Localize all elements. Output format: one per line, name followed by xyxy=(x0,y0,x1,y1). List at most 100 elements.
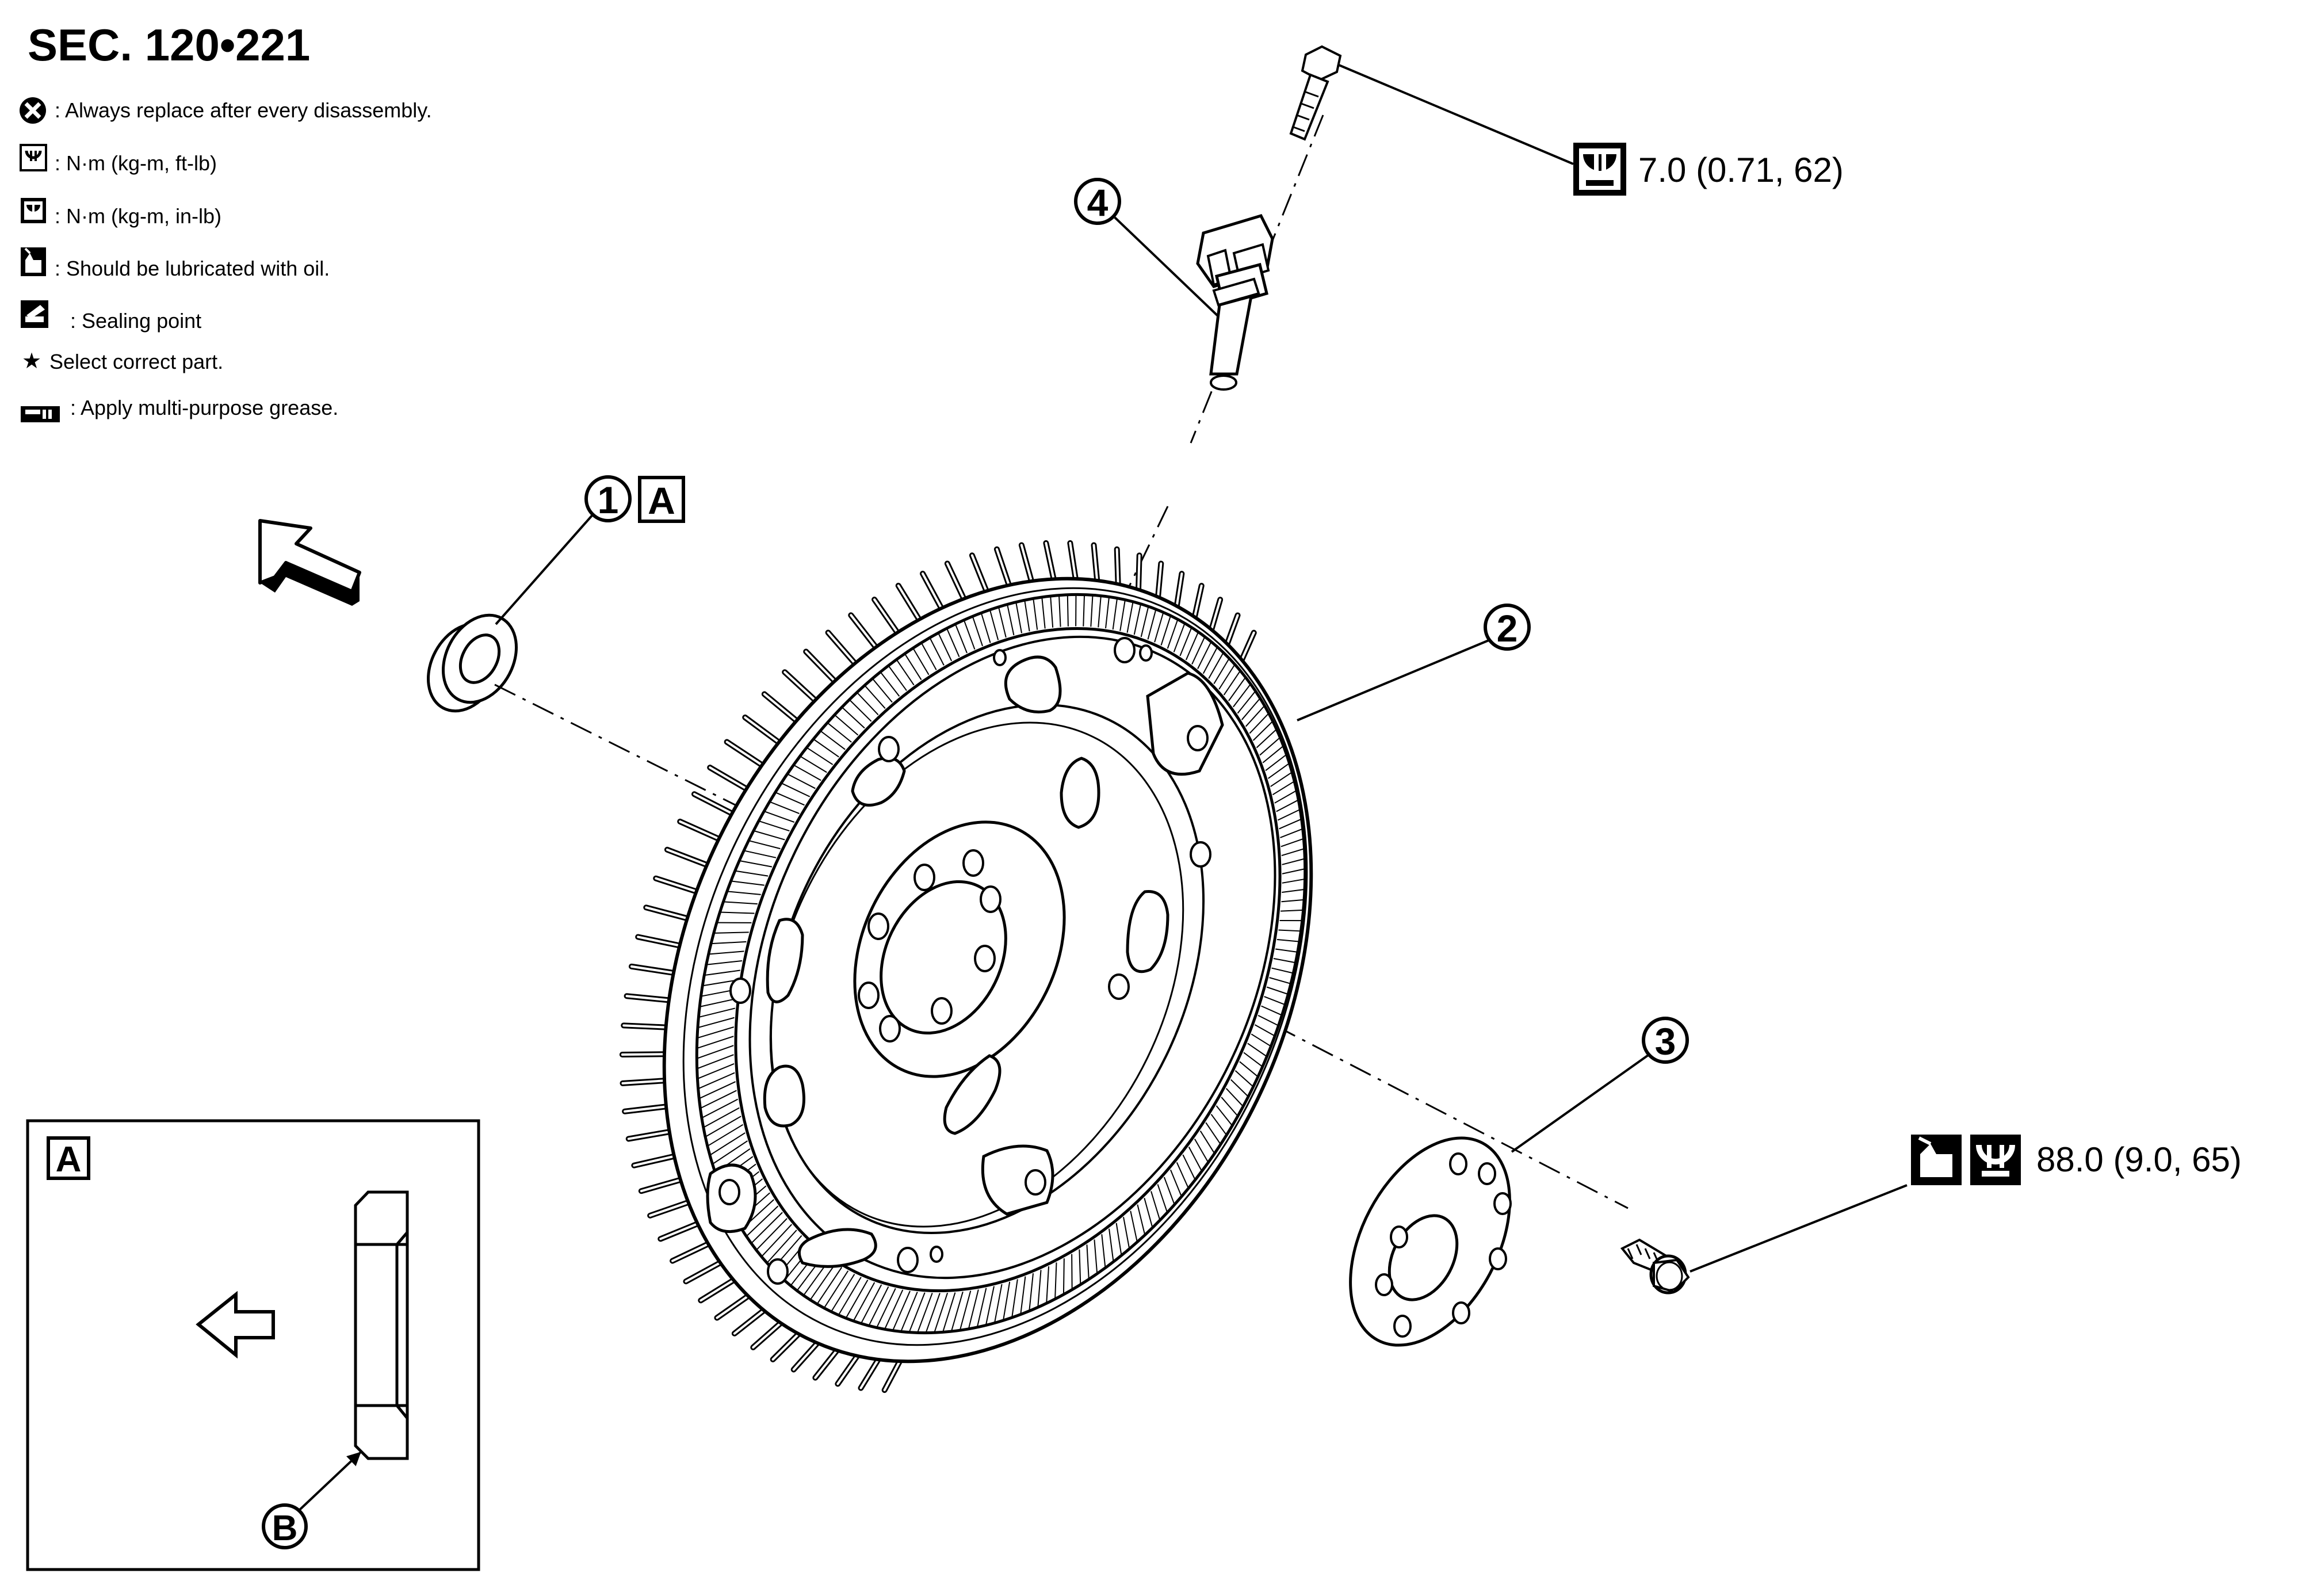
gear-tooth xyxy=(655,877,698,893)
gear-tooth xyxy=(1137,554,1141,591)
gear-hatch-line xyxy=(710,941,747,945)
gear-tooth xyxy=(693,793,733,815)
gear-tooth xyxy=(649,1201,690,1217)
gear-hatch-line xyxy=(1083,594,1085,627)
gear-hatch-line xyxy=(985,1286,995,1326)
gear-hatch-line xyxy=(775,792,805,806)
gear-hatch-line xyxy=(793,764,821,781)
gear-hatch-line xyxy=(908,1292,926,1333)
leader-line-sensor-bolt xyxy=(1337,63,1574,165)
legend-text-torque-in: : N·m (kg-m, in-lb) xyxy=(55,204,221,228)
front-direction-arrow-icon xyxy=(258,519,361,606)
gear-hatch-line xyxy=(1202,647,1218,674)
gear-hatch-line xyxy=(1262,745,1284,763)
legend-text-star: Select correct part. xyxy=(49,350,223,373)
gear-hatch-line xyxy=(820,730,846,750)
gear-hatch-line xyxy=(1133,604,1142,635)
gear-hatch-line xyxy=(1157,1184,1168,1213)
gear-hatch-line xyxy=(739,860,773,868)
gear-hatch-line xyxy=(698,1072,735,1090)
gear-hatch-line xyxy=(1252,720,1274,741)
gear-tooth xyxy=(622,1024,667,1029)
grease-gun-icon xyxy=(21,406,60,422)
gear-hatch-line xyxy=(861,1284,882,1324)
gear-hatch-line xyxy=(959,1290,972,1331)
gear-hatch-line xyxy=(1150,1191,1161,1221)
gear-hatch-line xyxy=(1015,602,1023,633)
detail-view-a: A B xyxy=(26,1119,480,1571)
gear-hatch-line xyxy=(746,1205,779,1237)
gear-hatch-line xyxy=(1218,664,1236,690)
gear-hatch-line xyxy=(697,1026,734,1039)
leader-line-2 xyxy=(1297,637,1493,721)
torque-wrench-icon xyxy=(1970,1135,2021,1185)
gear-hatch-line xyxy=(787,773,816,789)
gear-hatch-line xyxy=(1221,1097,1239,1117)
gear-hatch-line xyxy=(735,870,769,877)
gear-tooth xyxy=(1193,585,1203,618)
gear-tooth xyxy=(1175,572,1183,608)
gear-tooth xyxy=(679,820,720,841)
gear-hatch-line xyxy=(868,1286,889,1326)
gear-hatch-line xyxy=(1123,1217,1130,1249)
gear-hatch-line xyxy=(1270,772,1293,787)
gear-hatch-line xyxy=(1037,1270,1042,1308)
gear-hatch-line xyxy=(1223,670,1241,696)
gear-tooth xyxy=(744,716,780,744)
gear-hatch-line xyxy=(1020,1276,1026,1315)
leader-line-bolt xyxy=(1690,1184,1908,1273)
gear-tooth xyxy=(995,548,1010,587)
legend: : Always replace after every disassembly… xyxy=(20,97,432,422)
gear-hatch-line xyxy=(1188,1146,1203,1172)
gear-hatch-line xyxy=(1176,1162,1189,1189)
gear-tooth xyxy=(814,1349,839,1379)
gear-hatch-line xyxy=(1112,598,1118,630)
gear-tooth xyxy=(640,1178,682,1193)
gear-hatch-line xyxy=(1003,1281,1011,1321)
gear-hatch-line xyxy=(853,1282,876,1322)
gear-hatch-line xyxy=(731,880,765,886)
gear-hatch-line xyxy=(1109,1228,1114,1262)
gear-hatch-line xyxy=(912,647,930,675)
gear-hatch-line xyxy=(703,1107,740,1128)
gear-hatch-line xyxy=(884,1289,904,1330)
callout-3: 3 xyxy=(1642,1017,1689,1064)
gear-hatch-line xyxy=(1024,600,1030,632)
ring-gear-teeth xyxy=(619,540,1257,1393)
gear-hatch-line xyxy=(1230,1079,1249,1097)
gear-tooth xyxy=(700,1279,735,1302)
gear-hatch-line xyxy=(1191,636,1206,665)
gear-hatch-line xyxy=(1169,1169,1182,1197)
gear-hatch-line xyxy=(993,1284,1003,1323)
gear-hatch-line xyxy=(697,1045,734,1059)
gear-hatch-line xyxy=(697,1063,735,1079)
torque-value-drive-plate-bolt: 88.0 (9.0, 65) xyxy=(2036,1140,2242,1179)
gear-tooth xyxy=(671,1243,710,1262)
gear-hatch-line xyxy=(896,659,915,686)
leader-line-b xyxy=(298,1452,361,1511)
leader-line-1 xyxy=(495,514,594,625)
gear-hatch-line xyxy=(753,830,785,841)
gear-hatch-line xyxy=(1160,615,1171,646)
gear-tooth xyxy=(792,1342,819,1371)
gear-hatch-line xyxy=(1281,909,1304,912)
gear-hatch-line xyxy=(1259,737,1281,756)
gear-hatch-line xyxy=(1247,1043,1267,1057)
gear-tooth xyxy=(725,740,763,766)
gear-hatch-line xyxy=(1197,642,1212,669)
gear-hatch-line xyxy=(1271,967,1294,974)
gear-hatch-line xyxy=(1239,1061,1259,1078)
gear-tooth xyxy=(1157,562,1163,598)
gear-hatch-line xyxy=(709,1132,746,1156)
gear-hatch-line xyxy=(892,1290,911,1331)
gear-tooth xyxy=(883,1360,901,1392)
torque-wrench-icon xyxy=(1573,143,1626,196)
gear-tooth xyxy=(716,1295,750,1319)
gear-hatch-line xyxy=(1215,1105,1233,1127)
gear-hatch-line xyxy=(1282,888,1305,893)
gear-hatch-line xyxy=(963,620,976,650)
gear-hatch-line xyxy=(976,1288,987,1328)
torque-value-sensor-bolt: 7.0 (0.71, 62) xyxy=(1638,151,1844,189)
gear-hatch-line xyxy=(1264,996,1286,1006)
